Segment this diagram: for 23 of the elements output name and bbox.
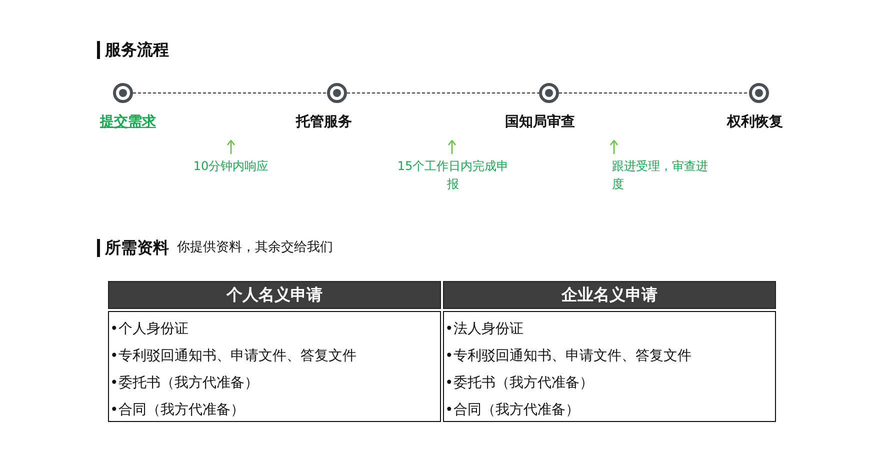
list-item: •专利驳回通知书、申请文件、答复文件 [445,347,692,365]
list-item: •合同（我方代准备） [110,401,244,419]
list-item: •委托书（我方代准备） [110,374,258,392]
list-item: •合同（我方代准备） [445,401,580,419]
note-text: 10分钟内响应 [192,158,270,175]
note-text: 跟进受理，审查进度 [612,158,709,193]
list-item: •委托书（我方代准备） [445,374,594,392]
step-label: 提交需求 [100,114,156,130]
section-heading: 所需资料 [97,239,169,257]
list-item: •法人身份证 [445,320,524,338]
column-header: 个人名义申请 [108,281,441,309]
step-label: 国知局审查 [505,114,575,130]
dashed-connector [558,92,750,94]
section-heading: 服务流程 [97,41,169,59]
dashed-connector [346,92,540,94]
column-header: 企业名义申请 [443,281,776,309]
note-text: 15个工作日内完成申报 [397,158,509,193]
list-item: •专利驳回通知书、申请文件、答复文件 [110,347,356,365]
list-item: •个人身份证 [110,320,188,338]
dashed-connector [132,92,328,94]
section-subtitle: 你提供资料，其余交给我们 [177,240,333,256]
step-label: 权利恢复 [727,114,783,130]
step-label: 托管服务 [296,114,352,130]
